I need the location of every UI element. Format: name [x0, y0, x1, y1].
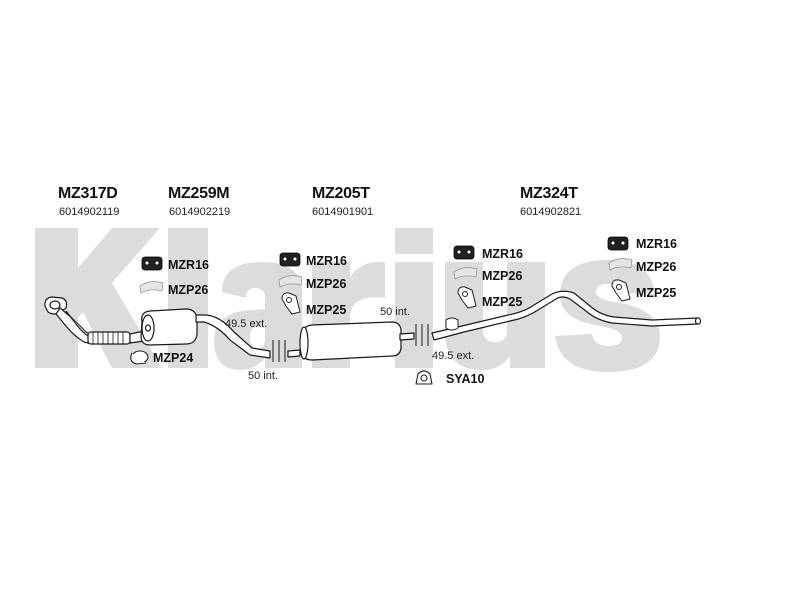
fitting-label-mzp26-4: MZP26: [636, 260, 677, 274]
part-number-mz324t: 6014902821: [520, 206, 582, 218]
sealing-ring-icon: [415, 370, 433, 385]
joint-label-ext-2: 49.5 ext.: [432, 350, 475, 362]
clamp-icon: [281, 279, 631, 331]
assembly-code-mz317d: MZ317D: [58, 185, 118, 202]
assembly-code-mz324t: MZ324T: [520, 185, 578, 202]
part-number-mz205t: 6014901901: [312, 206, 374, 218]
joint-label-int-1: 50 int.: [248, 370, 278, 382]
fitting-label-mzp26-3: MZP26: [482, 269, 523, 283]
fitting-label-mzp26-1: MZP26: [168, 283, 209, 297]
part-number-mz259m: 6014902219: [169, 206, 231, 218]
fitting-label-mzp26-2: MZP26: [306, 277, 347, 291]
front-pipe-mz317d: [44, 296, 145, 345]
tail-pipe-mz324t: [431, 290, 702, 341]
centre-silencer-mz205t: [287, 321, 415, 361]
fitting-label-mzp25-1: MZP25: [306, 303, 347, 317]
part-number-mz317d: 6014902119: [59, 206, 120, 218]
assembly-code-mz259m: MZ259M: [168, 185, 230, 202]
fitting-label-mzp25-2: MZP25: [482, 295, 523, 309]
fitting-label-mzr16-4: MZR16: [636, 237, 677, 251]
fitting-label-sya10: SYA10: [446, 372, 485, 386]
fitting-icons: [130, 236, 633, 385]
clamp-mzp24-icon: [130, 350, 149, 365]
fitting-label-mzp25-3: MZP25: [636, 286, 677, 300]
fitting-label-mzr16-1: MZR16: [168, 258, 209, 272]
clamp-light-icon: [139, 258, 633, 294]
joint-2-marks: [415, 324, 429, 346]
fitting-label-mzr16-2: MZR16: [306, 254, 347, 268]
assembly-code-mz205t: MZ205T: [312, 185, 370, 202]
middle-silencer-mz259m: [140, 308, 271, 359]
joint-1-marks: [272, 340, 286, 362]
joint-label-int-2: 50 int.: [380, 306, 410, 318]
fitting-label-mzr16-3: MZR16: [482, 247, 523, 261]
rubber-hanger-icon: [141, 236, 629, 271]
joint-label-ext-1: 49.5 ext.: [225, 318, 268, 330]
fitting-label-mzp24: MZP24: [153, 351, 194, 365]
